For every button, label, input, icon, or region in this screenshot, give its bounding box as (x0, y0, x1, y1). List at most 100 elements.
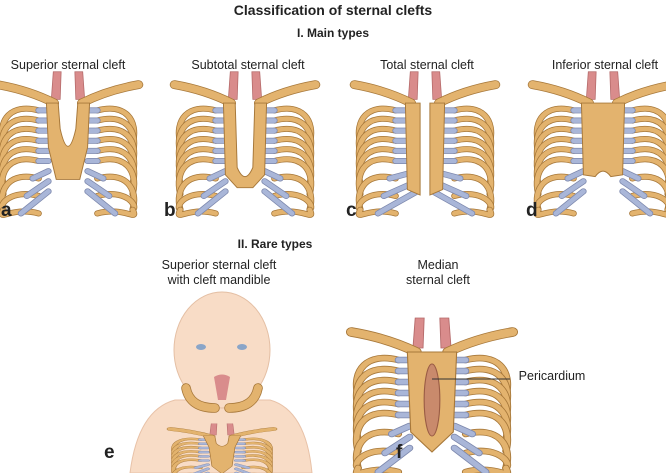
costal-cartilage (262, 178, 289, 199)
rib (629, 116, 666, 156)
sternum (202, 435, 242, 473)
costal-cartilage (559, 178, 586, 199)
panel-letter-e: e (104, 442, 115, 463)
sternum (580, 102, 626, 178)
sternum (222, 102, 268, 189)
rib (534, 207, 577, 218)
costal-cartilage (620, 178, 647, 199)
figure-title: Classification of sternal clefts (233, 2, 433, 18)
costal-cartilage (30, 168, 51, 181)
costal-cartilage (193, 467, 210, 473)
panel-f-label: Median sternal cleft (406, 258, 470, 288)
neck-muscle (227, 71, 239, 100)
neck-muscle (585, 71, 597, 100)
rib (462, 465, 511, 473)
rib (451, 207, 494, 218)
rib (629, 136, 666, 176)
panel-letter-d: d (526, 200, 538, 221)
neck-muscle (226, 423, 235, 436)
panel-c-label: Total sternal cleft (380, 58, 474, 72)
rib (353, 465, 402, 473)
neck-muscle (439, 317, 452, 349)
panel-f-label-line2: sternal cleft (406, 273, 470, 287)
neck-muscle (74, 71, 86, 100)
costal-cartilage (234, 467, 251, 473)
costal-cartilage (85, 178, 112, 199)
panel-letter-c: c (346, 200, 357, 221)
rib (0, 207, 42, 218)
costal-cartilage (85, 168, 106, 181)
rib (629, 106, 666, 146)
ribcage-b (169, 71, 321, 218)
clavicle (528, 80, 594, 107)
panel-d-label: Inferior sternal cleft (551, 58, 659, 72)
ribcage-c (349, 71, 501, 218)
costal-cartilage (388, 423, 413, 437)
neck-muscle (412, 317, 425, 349)
costal-cartilage (451, 445, 489, 473)
rib (356, 207, 399, 218)
baby-right-eye (237, 344, 247, 350)
clavicle (434, 80, 500, 107)
costal-cartilage (24, 178, 51, 199)
pericardium (423, 363, 441, 437)
costal-cartilage (565, 168, 586, 181)
clavicle (612, 82, 666, 107)
panel-a-label: Superior sternal cleft (10, 58, 126, 72)
panel-e-label-line1: Superior sternal cleft (161, 258, 277, 272)
neck-muscle (431, 71, 443, 100)
rib (629, 208, 666, 217)
ribcage-f (345, 317, 519, 473)
rib (629, 146, 666, 186)
clavicle (350, 80, 416, 107)
panel-e-label-line2: with cleft mandible (167, 273, 271, 287)
ribcage-e (166, 423, 278, 473)
neck-muscle (209, 423, 218, 436)
costal-cartilage (194, 463, 210, 469)
sternum (404, 102, 446, 196)
costal-cartilage (382, 434, 413, 456)
cleft-lip-tissue (214, 374, 230, 400)
pericardium-label: Pericardium (518, 369, 586, 383)
panel-letter-a: a (1, 200, 12, 221)
costal-cartilage (262, 189, 295, 216)
main-types-heading: I. Main types (296, 26, 370, 40)
costal-cartilage (451, 423, 476, 437)
clavicle (443, 328, 518, 356)
rib (271, 207, 314, 218)
costal-cartilage (620, 189, 653, 216)
ribcage-d (527, 71, 666, 218)
neck-muscle (50, 71, 62, 100)
rib (94, 207, 137, 218)
neck-muscle (251, 71, 263, 100)
mandible-right (225, 384, 262, 412)
costal-cartilage (195, 189, 228, 216)
baby-head (173, 291, 271, 409)
mandible-left (182, 384, 219, 412)
ribcage-a (0, 71, 144, 218)
clavicle (77, 80, 143, 107)
panel-b-label: Subtotal sternal cleft (191, 58, 305, 72)
costal-cartilage (451, 434, 482, 456)
costal-cartilage (201, 178, 228, 199)
panel-f-label-line1: Median (417, 258, 459, 272)
sternum (45, 102, 91, 180)
costal-cartilage (620, 168, 641, 181)
costal-cartilage (207, 168, 228, 181)
neck-muscle (407, 71, 419, 100)
costal-cartilage (375, 189, 420, 216)
panel-e-label: Superior sternal cleft with cleft mandib… (162, 258, 277, 288)
neck-muscle (609, 71, 621, 100)
rare-types-heading: II. Rare types (237, 237, 313, 251)
costal-cartilage (262, 168, 283, 181)
costal-cartilage (85, 189, 118, 216)
panel-letter-b: b (164, 200, 176, 221)
rib (629, 126, 666, 166)
panel-letter-f: f (396, 442, 403, 463)
cleft-mandible (181, 383, 263, 413)
costal-cartilage (553, 189, 586, 216)
rib (629, 157, 666, 196)
costal-cartilage (375, 445, 413, 473)
costal-cartilage (234, 463, 250, 469)
